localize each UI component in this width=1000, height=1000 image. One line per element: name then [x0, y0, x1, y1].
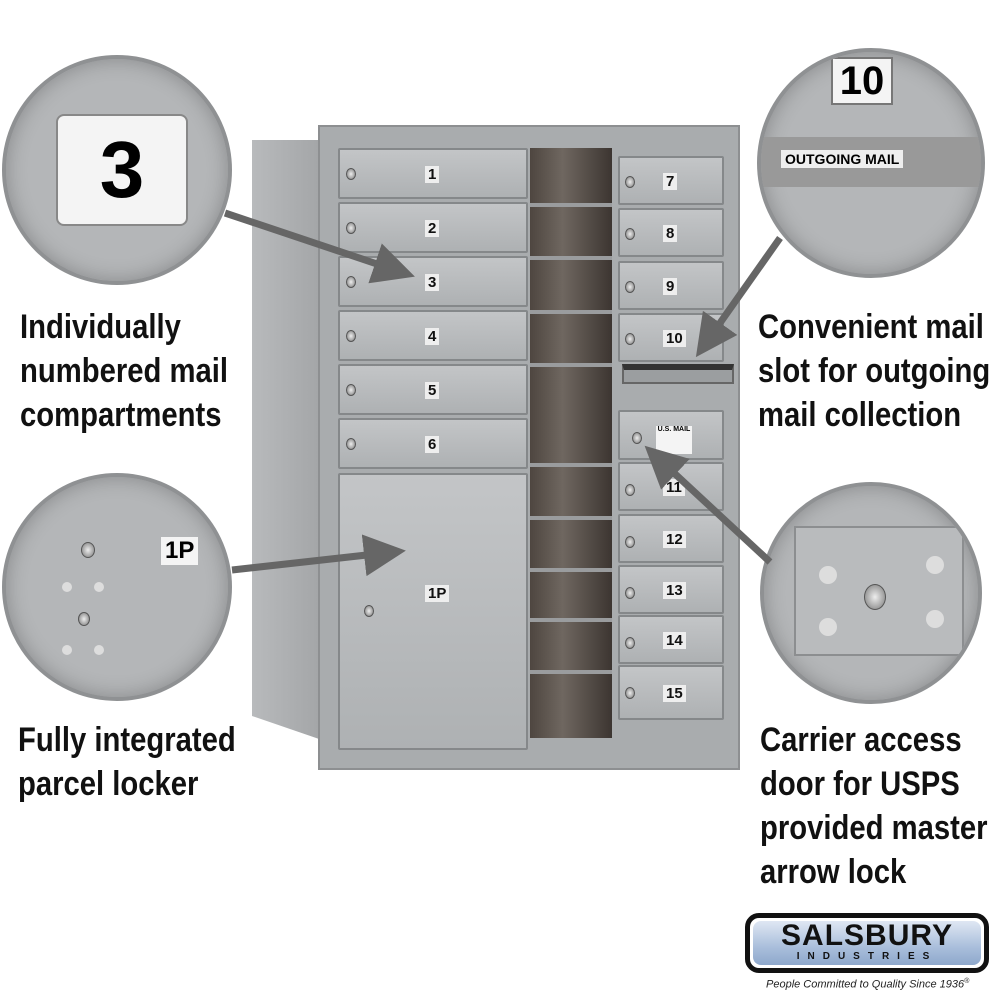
- inset-carrier-lock: [760, 482, 982, 704]
- door-number: 13: [663, 581, 686, 599]
- door-number: 12: [663, 530, 686, 548]
- door-number: 4: [425, 327, 440, 345]
- lock-icon: [632, 432, 642, 444]
- door-number: 15: [663, 684, 686, 702]
- lock-icon: [625, 637, 635, 649]
- door-number: 2: [425, 219, 440, 237]
- lock-icon: [364, 605, 374, 617]
- lock-icon: [625, 281, 635, 293]
- outgoing-mail-slot[interactable]: [622, 364, 734, 384]
- parcel-locker-door[interactable]: 1P: [338, 473, 528, 750]
- compartment-door[interactable]: 15: [618, 665, 724, 720]
- logo-tagline: People Committed to Quality Since 1936®: [766, 978, 970, 991]
- lock-icon: [625, 228, 635, 240]
- lock-icon: [625, 176, 635, 188]
- compartment-door[interactable]: 9: [618, 261, 724, 310]
- open-interior: [530, 148, 612, 738]
- lock-icon: [346, 222, 356, 234]
- parcel-label: 1P: [161, 537, 199, 565]
- arrow-numbered: [223, 209, 415, 284]
- lock-icon: [346, 438, 356, 450]
- lock-icon: [625, 687, 635, 699]
- door-number: 1P: [425, 585, 450, 602]
- door-number: 1: [425, 165, 440, 183]
- door-number: 8: [663, 224, 678, 242]
- arrow-parcel: [231, 534, 406, 577]
- compartment-door[interactable]: 5: [338, 364, 528, 415]
- compartment-door[interactable]: 12: [618, 514, 724, 563]
- compartment-door[interactable]: 7: [618, 156, 724, 205]
- compartment-door[interactable]: 13: [618, 565, 724, 614]
- outgoing-mail-label: OUTGOING MAIL: [781, 150, 904, 168]
- lock-icon: [625, 536, 635, 548]
- number-plate: 3: [56, 114, 188, 226]
- door-number: 14: [663, 631, 686, 649]
- compartment-door[interactable]: 14: [618, 615, 724, 664]
- inset-numbered-compartment: 3: [2, 55, 232, 285]
- door-number: 9: [663, 277, 678, 295]
- lock-icon: [346, 384, 356, 396]
- door-number: 3: [425, 273, 440, 291]
- salsbury-logo: SALSBURY INDUSTRIES: [745, 913, 989, 973]
- compartment-door[interactable]: 1: [338, 148, 528, 199]
- compartment-door[interactable]: 6: [338, 418, 528, 469]
- lock-icon: [625, 333, 635, 345]
- door-number: 5: [425, 381, 440, 399]
- inset-parcel-locker: 1P: [2, 473, 232, 701]
- lock-icon: [346, 168, 356, 180]
- door-number: 10: [663, 329, 686, 347]
- compartment-door[interactable]: 4: [338, 310, 528, 361]
- number-plate: 10: [831, 57, 893, 105]
- inset-outgoing-slot: 10 OUTGOING MAIL: [757, 48, 985, 278]
- lock-icon: [625, 587, 635, 599]
- compartment-door[interactable]: 8: [618, 208, 724, 257]
- door-number: 7: [663, 172, 678, 190]
- lock-icon: [625, 484, 635, 496]
- lock-icon: [346, 276, 356, 288]
- door-number: 6: [425, 435, 440, 453]
- arrow-carrier: [644, 445, 773, 565]
- arrow-outgoing: [695, 235, 783, 358]
- lock-icon: [346, 330, 356, 342]
